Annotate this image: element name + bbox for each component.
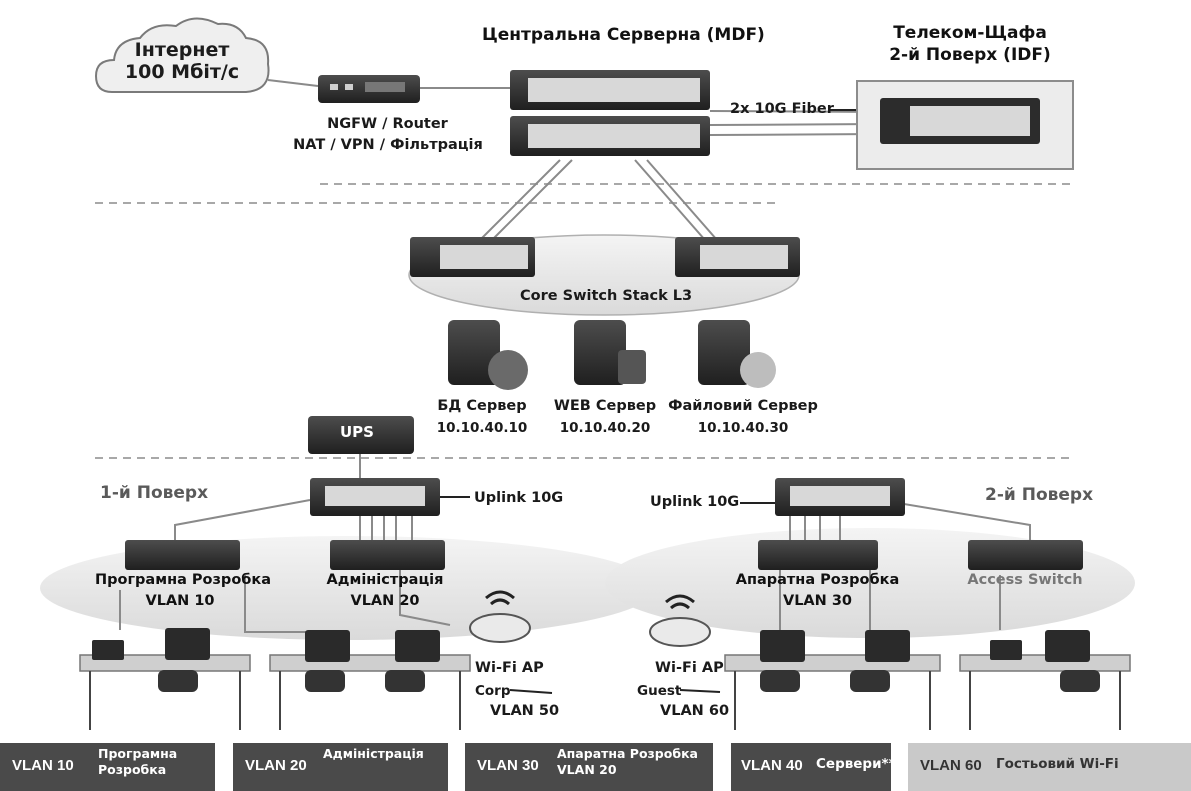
- fiber-link-label: 2x 10G Fiber: [730, 101, 834, 117]
- internet-title: Інтернет: [134, 39, 230, 61]
- desks: [79, 654, 1131, 672]
- ssid-pointer: [679, 689, 721, 693]
- internet-speed: 100 Мбіт/с: [124, 61, 240, 83]
- legend-vlan-name: Адміністрація: [323, 746, 424, 761]
- legend-vlan-name2: VLAN 20: [557, 762, 617, 777]
- core-switches: [410, 237, 800, 277]
- legend-vlan-id: VLAN 10: [12, 757, 74, 774]
- floor2-access-switch: [968, 540, 1083, 570]
- legend-vlan-id: VLAN 40: [741, 757, 803, 774]
- server-web-ip: 10.10.40.20: [559, 420, 651, 436]
- ssid-pointer: [509, 689, 553, 694]
- legend-vlan-id: VLAN 20: [245, 757, 307, 774]
- floor1-ap-name: Wi-Fi AP: [475, 660, 544, 676]
- floor2-sw1-name: Апаратна Розробка: [735, 572, 900, 588]
- floor1-sw2-name: Адміністрація: [326, 572, 444, 588]
- floor1-ap-vlan: VLAN 50: [490, 703, 560, 719]
- server-file: [698, 320, 776, 388]
- monitors: [92, 628, 1090, 662]
- floor1-sw2-vlan: VLAN 20: [350, 593, 420, 609]
- ups-label: UPS: [340, 423, 374, 441]
- floor1-ap-ssid: Corp: [475, 683, 511, 699]
- wifi-ap-guest: [649, 617, 711, 647]
- legend-vlan40: VLAN 40 Сервери**: [731, 743, 896, 791]
- floor2-sw1-vlan: VLAN 30: [782, 593, 853, 609]
- floor1-title: 1-й Поверх: [100, 483, 209, 503]
- legend-vlan-name: Програмна: [98, 746, 178, 761]
- wifi-icon: [665, 594, 695, 610]
- floor2-sw2-name: Access Switch: [967, 572, 1083, 588]
- legend-vlan-name: Гостьовий Wi-Fi: [996, 756, 1119, 772]
- server-web-name: WEB Сервер: [553, 398, 657, 414]
- legend-vlan-name: Сервери**: [816, 756, 896, 772]
- server-db-name: БД Сервер: [437, 398, 527, 414]
- floor2-ap-vlan: VLAN 60: [660, 703, 730, 719]
- wifi-icon: [485, 590, 515, 606]
- wifi-ap-corp: [469, 613, 531, 643]
- floor2-ap-ssid: Guest: [637, 683, 682, 699]
- server-web: [574, 320, 646, 385]
- legend-vlan10: VLAN 10 Програмна Розробка: [0, 743, 215, 791]
- idf-subtitle: 2-й Поверх (IDF): [889, 45, 1051, 65]
- server-db: [448, 320, 528, 390]
- floor1-sw1-vlan: VLAN 10: [145, 593, 215, 609]
- floor1-uplink-label: Uplink 10G: [474, 490, 564, 506]
- floor2-switch-hw: [758, 540, 878, 570]
- chairs: [158, 670, 1100, 692]
- firewall-label: NGFW / Router: [327, 116, 448, 132]
- legend-vlan30: VLAN 30 Апаратна Розробка VLAN 20: [465, 743, 713, 791]
- mdf-switch: [510, 70, 710, 156]
- idf-switch-overlay: [880, 98, 1040, 144]
- floor2-ap-name: Wi-Fi AP: [655, 660, 724, 676]
- idf-title: Телеком-Щафа: [893, 23, 1047, 43]
- floor1-sw1-name: Програмна Розробка: [95, 572, 272, 588]
- firewall-sublabel: NAT / VPN / Фільтрація: [293, 137, 483, 153]
- floor2-uplink-label: Uplink 10G: [650, 494, 740, 510]
- internet-cloud: [94, 17, 270, 93]
- server-db-ip: 10.10.40.10: [436, 420, 528, 436]
- mdf-title: Центральна Серверна (MDF): [482, 25, 765, 45]
- ups-device: [308, 416, 414, 454]
- legend-vlan-id: VLAN 30: [477, 757, 539, 774]
- floor2-title: 2-й Поверх: [985, 485, 1094, 505]
- network-links: [119, 79, 1031, 633]
- floor1-switch-admin: [330, 540, 445, 570]
- server-file-ip: 10.10.40.30: [697, 420, 789, 436]
- server-file-name: Файловий Сервер: [668, 398, 818, 414]
- core-stack-label: Core Switch Stack L3: [520, 288, 693, 304]
- floor1-switch-dev: [125, 540, 240, 570]
- firewall-device: [318, 75, 420, 103]
- legend-vlan-id: VLAN 60: [920, 757, 982, 774]
- desk-legs: [89, 671, 1121, 730]
- legend-vlan60: VLAN 60 Гостьовий Wi-Fi: [908, 743, 1191, 791]
- legend-vlan20: VLAN 20 Адміністрація: [233, 743, 448, 791]
- legend-vlan-name2: Розробка: [98, 762, 167, 777]
- legend-vlan-name: Апаратна Розробка: [557, 746, 698, 761]
